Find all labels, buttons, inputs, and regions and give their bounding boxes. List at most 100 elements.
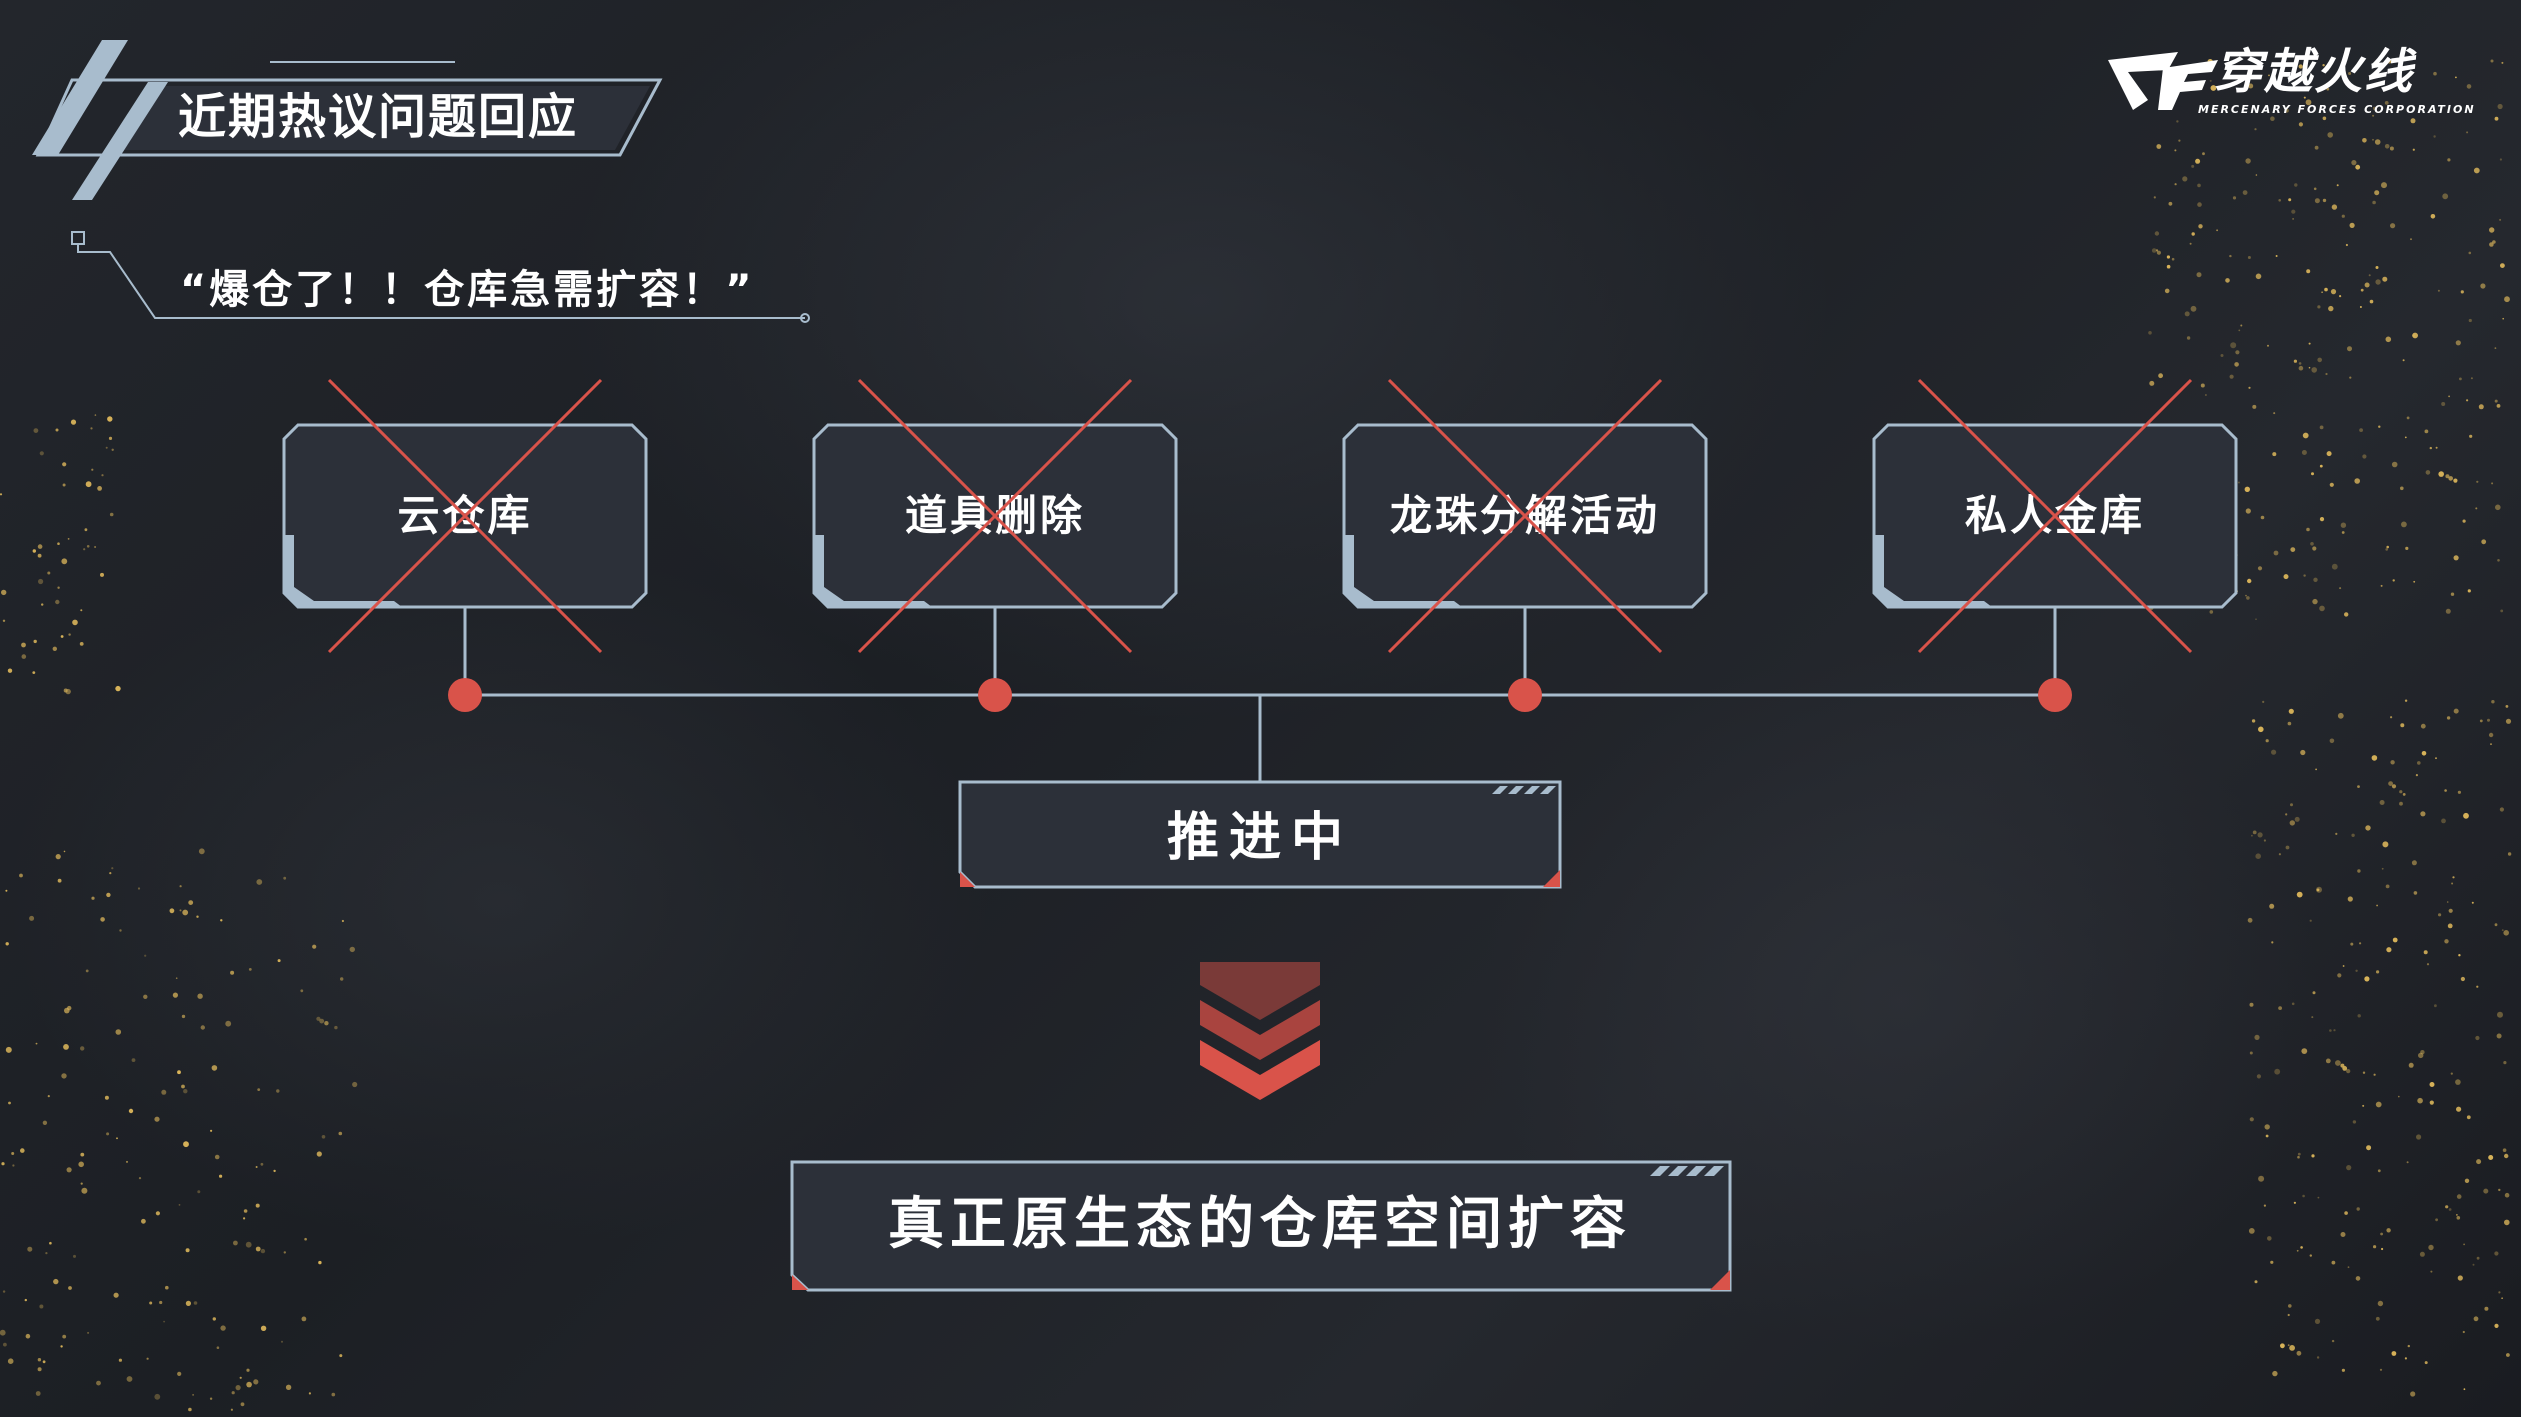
glitter-dot: [2322, 116, 2327, 121]
glitter-dot: [2374, 139, 2381, 145]
glitter-dot: [334, 1025, 338, 1030]
glitter-dot: [155, 1211, 160, 1216]
glitter-dot: [37, 1367, 42, 1372]
glitter-dot: [24, 1298, 27, 1302]
glitter-dot: [2158, 373, 2164, 379]
glitter-dot: [68, 633, 71, 636]
glitter-dot: [2237, 481, 2240, 484]
glitter-dot: [33, 639, 37, 644]
glitter-dot: [2315, 768, 2318, 771]
glitter-dot: [165, 1285, 169, 1290]
glitter-dot: [2329, 738, 2335, 744]
glitter-dot: [2426, 963, 2430, 966]
glitter-dot: [2466, 131, 2469, 134]
glitter-dot: [2507, 852, 2512, 856]
glitter-dot: [2345, 243, 2348, 247]
glitter-dot: [2249, 1051, 2253, 1055]
glitter-dot: [2191, 232, 2195, 236]
glitter-dot: [2372, 200, 2376, 205]
glitter-dot: [2505, 705, 2509, 708]
glitter-dot: [210, 1129, 213, 1132]
glitter-dot: [2375, 1101, 2382, 1108]
rejection-cross-line: [857, 378, 1133, 654]
glitter-dot: [300, 989, 304, 993]
glitter-dot: [2380, 1232, 2384, 1236]
glitter-dot: [2245, 594, 2247, 597]
glitter-dot: [2309, 1254, 2312, 1257]
glitter-dot: [2297, 1152, 2301, 1156]
glitter-dot: [2379, 800, 2385, 805]
glitter-dot: [2149, 380, 2155, 386]
glitter-dot: [154, 1393, 161, 1400]
glitter-dot: [283, 876, 287, 880]
glitter-dot: [193, 1301, 198, 1305]
glitter-dot: [2390, 760, 2395, 765]
glitter-dot: [225, 1020, 232, 1027]
glitter-dot: [60, 635, 64, 638]
glitter-dot: [2499, 807, 2504, 812]
glitter-dot: [2249, 1117, 2254, 1122]
glitter-dot: [2384, 63, 2387, 66]
glitter-dot: [116, 1137, 118, 1140]
glitter-dot: [2258, 1175, 2265, 1182]
glitter-dot: [2271, 941, 2274, 944]
glitter-dot: [2280, 1343, 2285, 1349]
glitter-dot: [2498, 1188, 2501, 1192]
glitter-dot: [2317, 1196, 2320, 1199]
glitter-dot: [2497, 1011, 2503, 1018]
glitter-dot: [2340, 522, 2347, 528]
glitter-dot: [94, 414, 97, 416]
glitter-dot: [161, 1089, 167, 1095]
down-chevrons-icon: [1200, 962, 1320, 1100]
glitter-dot: [2466, 399, 2469, 402]
glitter-dot: [2200, 383, 2205, 388]
card-corner-accent: [284, 535, 402, 607]
glitter-dot: [220, 1325, 226, 1331]
glitter-dot: [183, 1141, 189, 1148]
glitter-dot: [84, 528, 88, 532]
glitter-dot: [2476, 985, 2479, 988]
glitter-dot: [2246, 596, 2250, 600]
glitter-dot: [2197, 202, 2202, 207]
glitter-dot: [255, 1166, 258, 1168]
glitter-dot: [2410, 238, 2412, 241]
glitter-dot: [2434, 1004, 2437, 1008]
glitter-dot: [2240, 324, 2243, 327]
glitter-dot: [2210, 85, 2217, 91]
glitter-dot: [2355, 164, 2361, 170]
glitter-dot: [2357, 869, 2361, 873]
glitter-dot: [2478, 404, 2484, 410]
glitter-dot: [349, 946, 355, 953]
glitter-dot: [2287, 721, 2292, 726]
glitter-dot: [2189, 242, 2192, 245]
glitter-dot: [2497, 559, 2500, 562]
glitter-dot: [304, 1237, 307, 1241]
glitter-dot: [2388, 781, 2394, 786]
glitter-dot: [68, 1286, 72, 1290]
glitter-dot: [2413, 580, 2416, 583]
glitter-dot: [2198, 224, 2203, 229]
glitter-dot: [2386, 545, 2389, 549]
glitter-dot: [2248, 386, 2251, 389]
glitter-dot: [246, 1381, 252, 1388]
glitter-dot: [2497, 103, 2503, 110]
glitter-dot: [2255, 618, 2257, 620]
glitter-dot: [2391, 1351, 2397, 1356]
glitter-dot: [5, 1046, 12, 1053]
glitter-dot: [2314, 198, 2320, 204]
glitter-dot: [2391, 461, 2398, 468]
glitter-dot: [2329, 1029, 2332, 1032]
glitter-dot: [172, 992, 178, 998]
glitter-dot: [2429, 446, 2432, 450]
glitter-dot: [2487, 718, 2490, 722]
glitter-dot: [2420, 811, 2426, 817]
glitter-dot: [2391, 784, 2397, 789]
glitter-dot: [2362, 1071, 2366, 1074]
glitter-dot: [2287, 1313, 2290, 1317]
glitter-dot: [2344, 612, 2349, 617]
glitter-dot: [3, 1342, 7, 1347]
glitter-dot: [105, 446, 108, 449]
glitter-dot: [0, 493, 3, 496]
glitter-dot: [2265, 1134, 2269, 1138]
